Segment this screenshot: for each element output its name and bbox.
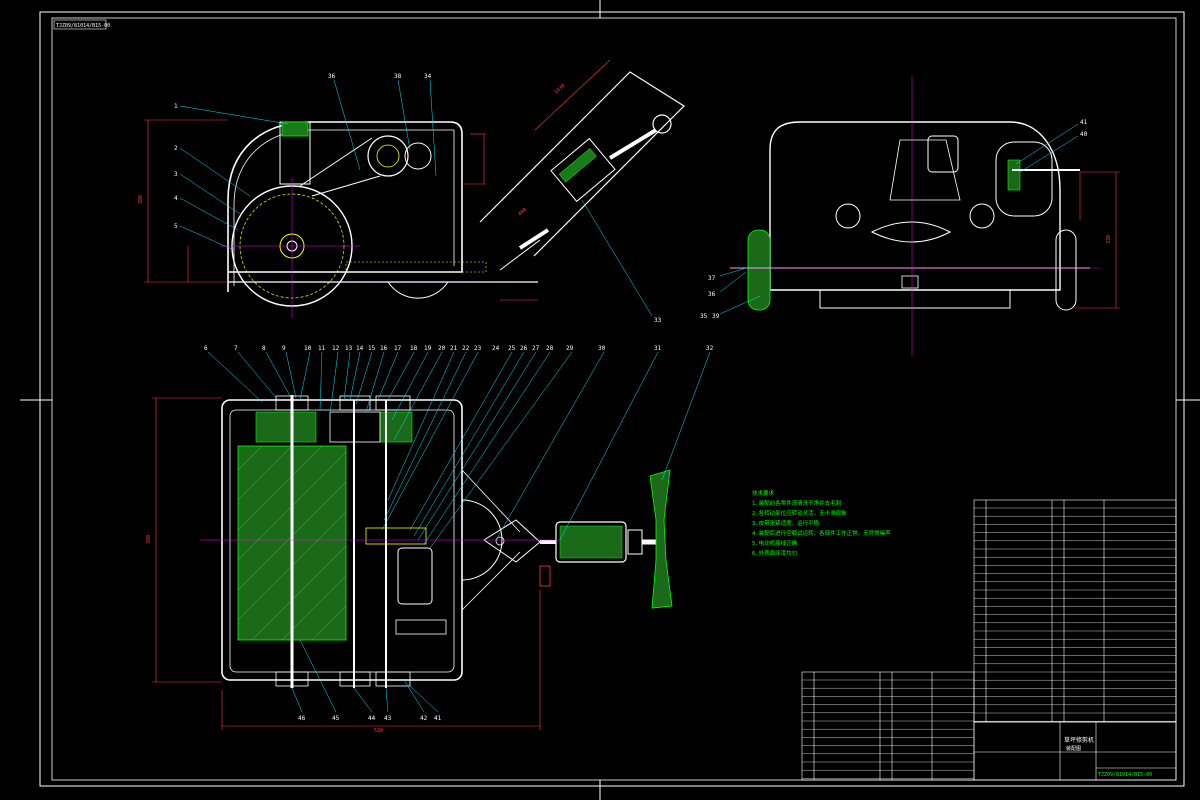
title-sub: 装配图 (1066, 745, 1081, 752)
label-right-40: 40 (1080, 131, 1088, 138)
sheet-frame (20, 0, 1200, 800)
right-view: 330 41 40 37 36 35 39 (700, 76, 1120, 356)
label-right-36: 36 (708, 291, 716, 298)
top-view: 380 530 6 7 8 9 10 11 (146, 345, 714, 734)
label-top-45: 45 (332, 715, 340, 722)
side-view: 380 1430 400 1 2 3 4 5 36 38 34 33 (138, 59, 685, 324)
title-name: 草坪修剪机 (1064, 736, 1094, 744)
label-top-26: 26 (520, 345, 528, 352)
label-top-19: 19 (424, 345, 432, 352)
label-top-46: 46 (298, 715, 306, 722)
label-top-17: 17 (394, 345, 402, 352)
label-top-31: 31 (654, 345, 662, 352)
note-3: 3.皮带张紧适度，运行平稳 (752, 519, 820, 527)
dim-belt-length: 1430 (553, 83, 566, 96)
label-right-35: 35 (700, 313, 708, 320)
label-top-12: 12 (332, 345, 340, 352)
label-side-33: 33 (654, 317, 662, 324)
label-side-1: 1 (174, 103, 178, 110)
note-1: 1.装配前各零件须清洗干净并去毛刺 (752, 499, 842, 507)
label-side-38: 38 (394, 73, 402, 80)
label-top-29: 29 (566, 345, 574, 352)
label-top-28: 28 (546, 345, 554, 352)
parts-list-rows (802, 507, 1176, 779)
label-top-11: 11 (318, 345, 326, 352)
label-top-18: 18 (410, 345, 418, 352)
parts-list (801, 499, 1177, 781)
label-top-13: 13 (345, 345, 353, 352)
dim-handle-length: 400 (517, 207, 528, 218)
note-6: 6.外表面涂漆均匀 (752, 549, 797, 557)
label-side-4: 4 (174, 195, 178, 202)
label-top-6: 6 (204, 345, 208, 352)
label-side-36: 36 (328, 73, 336, 80)
label-top-32: 32 (706, 345, 714, 352)
label-top-16: 16 (380, 345, 388, 352)
dim-top-depth: 380 (146, 535, 152, 544)
drawing-code: TJZ09/81014/B15-00 (56, 23, 110, 29)
label-top-10: 10 (304, 345, 312, 352)
notes-title: 技术要求 (752, 489, 775, 497)
label-top-14: 14 (356, 345, 364, 352)
note-5: 5.电动机接线正确 (752, 539, 798, 547)
label-right-37: 37 (708, 275, 716, 282)
dim-side-height: 380 (138, 195, 144, 204)
label-top-23: 23 (474, 345, 482, 352)
note-2: 2.各转动部位应转动灵活，无卡滞现象 (752, 509, 847, 517)
label-top-9: 9 (282, 345, 286, 352)
note-4: 4.装配后进行空载试运转，各部件工作正常，无异常噪声 (752, 529, 891, 537)
label-top-20: 20 (438, 345, 446, 352)
label-top-30: 30 (598, 345, 606, 352)
label-side-2: 2 (174, 145, 178, 152)
label-side-5: 5 (174, 223, 178, 230)
label-right-39: 39 (712, 313, 720, 320)
label-top-42: 42 (420, 715, 428, 722)
label-right-41: 41 (1080, 119, 1088, 126)
label-top-22: 22 (462, 345, 470, 352)
label-top-44: 44 (368, 715, 376, 722)
label-side-3: 3 (174, 171, 178, 178)
label-top-7: 7 (234, 345, 238, 352)
label-top-21: 21 (450, 345, 458, 352)
label-top-15: 15 (368, 345, 376, 352)
label-top-41: 41 (434, 715, 442, 722)
label-top-8: 8 (262, 345, 266, 352)
dim-top-width: 530 (374, 728, 383, 734)
drawing-code-footer: TJZ09/81014/B15-00 (1098, 772, 1152, 778)
label-top-24: 24 (492, 345, 500, 352)
label-top-27: 27 (532, 345, 540, 352)
label-top-25: 25 (508, 345, 516, 352)
label-top-43: 43 (384, 715, 392, 722)
label-side-34: 34 (424, 73, 432, 80)
dim-right-height: 330 (1106, 235, 1112, 244)
technical-notes: 技术要求 1.装配前各零件须清洗干净并去毛刺 2.各转动部位应转动灵活，无卡滞现… (752, 489, 891, 557)
